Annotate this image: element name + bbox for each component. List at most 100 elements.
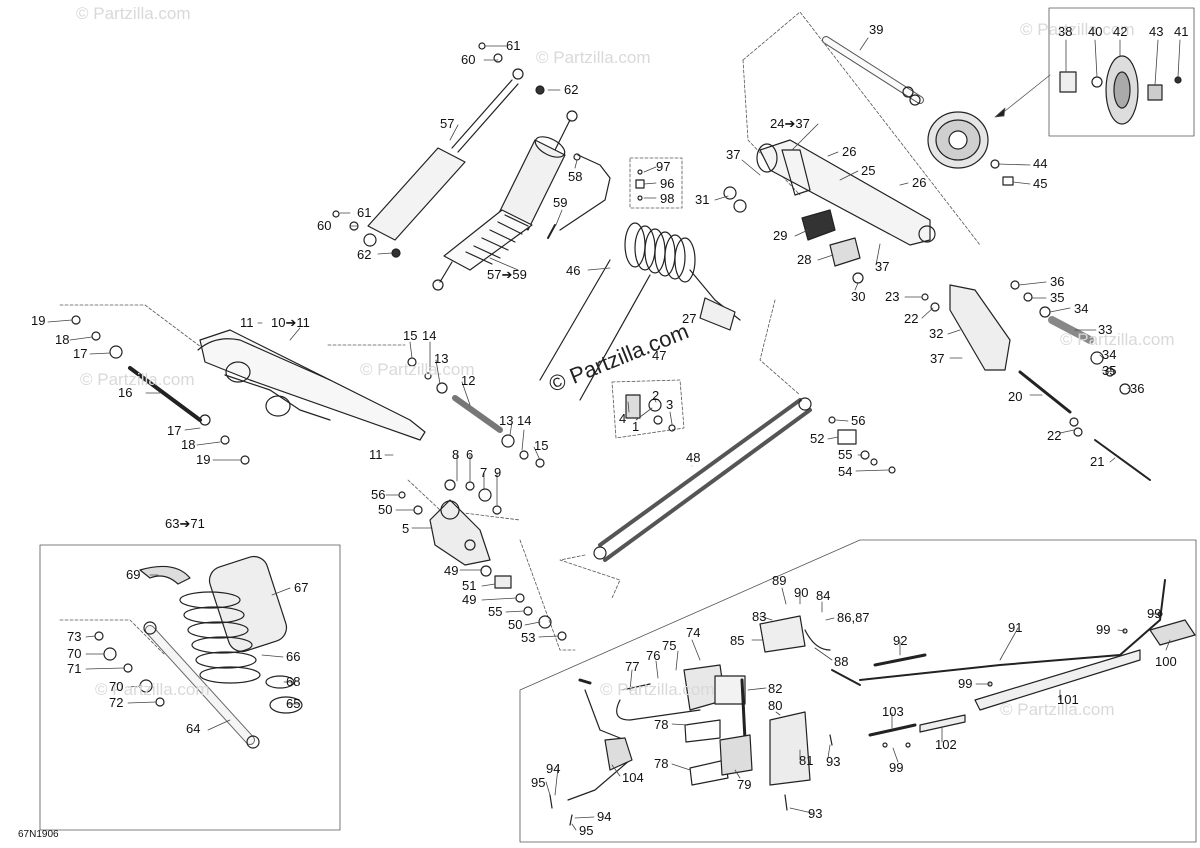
callout-27[interactable]: 27: [682, 311, 697, 326]
callout-3[interactable]: 3: [666, 397, 674, 412]
callout-39[interactable]: 39: [869, 22, 884, 37]
callout-4[interactable]: 4: [619, 411, 627, 426]
callout-61[interactable]: 61: [357, 205, 372, 220]
callout-37[interactable]: 37: [875, 259, 890, 274]
callout-88[interactable]: 88: [834, 654, 849, 669]
callout-35[interactable]: 35: [1102, 363, 1117, 378]
callout-91[interactable]: 91: [1008, 620, 1023, 635]
callout-9[interactable]: 9: [494, 465, 502, 480]
callout-76[interactable]: 76: [646, 648, 661, 663]
callout-7[interactable]: 7: [480, 465, 488, 480]
callout-68[interactable]: 68: [286, 674, 301, 689]
callout-84[interactable]: 84: [816, 588, 831, 603]
callout-40[interactable]: 40: [1088, 24, 1103, 39]
callout-37[interactable]: 37: [726, 147, 741, 162]
callout-26[interactable]: 26: [842, 144, 857, 159]
callout-56[interactable]: 56: [371, 487, 386, 502]
callout-77[interactable]: 77: [625, 659, 640, 674]
callout-5[interactable]: 5: [402, 521, 410, 536]
callout-44[interactable]: 44: [1033, 156, 1048, 171]
callout-14[interactable]: 14: [517, 413, 532, 428]
callout-1[interactable]: 1: [632, 419, 640, 434]
callout-82[interactable]: 82: [768, 681, 783, 696]
callout-83[interactable]: 83: [752, 609, 767, 624]
callout-70[interactable]: 70: [67, 646, 82, 661]
callout-63-71[interactable]: 63➔71: [165, 516, 205, 531]
callout-49[interactable]: 49: [462, 592, 477, 607]
callout-93[interactable]: 93: [808, 806, 823, 821]
callout-17[interactable]: 17: [167, 423, 182, 438]
callout-99[interactable]: 99: [889, 760, 904, 775]
callout-57[interactable]: 57: [440, 116, 455, 131]
callout-49[interactable]: 49: [444, 563, 459, 578]
callout-46[interactable]: 46: [566, 263, 581, 278]
callout-25[interactable]: 25: [861, 163, 876, 178]
callout-33[interactable]: 33: [1098, 322, 1113, 337]
callout-92[interactable]: 92: [893, 633, 908, 648]
callout-18[interactable]: 18: [181, 437, 196, 452]
callout-54[interactable]: 54: [838, 464, 853, 479]
callout-43[interactable]: 43: [1149, 24, 1164, 39]
callout-81[interactable]: 81: [799, 753, 814, 768]
callout-66[interactable]: 66: [286, 649, 301, 664]
callout-99[interactable]: 99: [1096, 622, 1111, 637]
callout-98[interactable]: 98: [660, 191, 675, 206]
callout-59[interactable]: 59: [553, 195, 568, 210]
callout-78[interactable]: 78: [654, 717, 669, 732]
callout-6[interactable]: 6: [466, 447, 474, 462]
callout-16[interactable]: 16: [118, 385, 133, 400]
callout-55[interactable]: 55: [838, 447, 853, 462]
callout-103[interactable]: 103: [882, 704, 904, 719]
callout-100[interactable]: 100: [1155, 654, 1177, 669]
callout-48[interactable]: 48: [686, 450, 701, 465]
callout-19[interactable]: 19: [196, 452, 211, 467]
callout-18[interactable]: 18: [55, 332, 70, 347]
callout-78[interactable]: 78: [654, 756, 669, 771]
callout-30[interactable]: 30: [851, 289, 866, 304]
callout-38[interactable]: 38: [1058, 24, 1073, 39]
callout-75[interactable]: 75: [662, 638, 677, 653]
callout-8[interactable]: 8: [452, 447, 460, 462]
callout-15[interactable]: 15: [534, 438, 549, 453]
callout-95[interactable]: 95: [579, 823, 594, 838]
callout-19[interactable]: 19: [31, 313, 46, 328]
callout-42[interactable]: 42: [1113, 24, 1128, 39]
callout-36[interactable]: 36: [1050, 274, 1065, 289]
callout-99[interactable]: 99: [958, 676, 973, 691]
callout-58[interactable]: 58: [568, 169, 583, 184]
callout-55[interactable]: 55: [488, 604, 503, 619]
callout-28[interactable]: 28: [797, 252, 812, 267]
callout-29[interactable]: 29: [773, 228, 788, 243]
callout-11[interactable]: 11: [240, 315, 254, 330]
callout-2[interactable]: 2: [652, 388, 660, 403]
callout-23[interactable]: 23: [885, 289, 900, 304]
callout-86-87[interactable]: 86,87: [837, 610, 870, 625]
callout-47[interactable]: 47: [652, 348, 667, 363]
callout-52[interactable]: 52: [810, 431, 825, 446]
callout-51[interactable]: 51: [462, 578, 477, 593]
callout-34[interactable]: 34: [1102, 347, 1117, 362]
callout-36[interactable]: 36: [1130, 381, 1145, 396]
callout-31[interactable]: 31: [695, 192, 710, 207]
callout-90[interactable]: 90: [794, 585, 809, 600]
callout-62[interactable]: 62: [564, 82, 579, 97]
callout-13[interactable]: 13: [499, 413, 514, 428]
callout-50[interactable]: 50: [508, 617, 523, 632]
callout-80[interactable]: 80: [768, 698, 783, 713]
callout-96[interactable]: 96: [660, 176, 675, 191]
callout-99[interactable]: 99: [1147, 606, 1162, 621]
callout-69[interactable]: 69: [126, 567, 141, 582]
callout-79[interactable]: 79: [737, 777, 752, 792]
callout-53[interactable]: 53: [521, 630, 536, 645]
callout-22[interactable]: 22: [1047, 428, 1062, 443]
callout-56[interactable]: 56: [851, 413, 866, 428]
callout-41[interactable]: 41: [1174, 24, 1189, 39]
callout-85[interactable]: 85: [730, 633, 745, 648]
callout-24-37[interactable]: 24➔37: [770, 116, 810, 131]
callout-70[interactable]: 70: [109, 679, 124, 694]
callout-50[interactable]: 50: [378, 502, 393, 517]
callout-89[interactable]: 89: [772, 573, 787, 588]
callout-67[interactable]: 67: [294, 580, 309, 595]
callout-95[interactable]: 95: [531, 775, 546, 790]
callout-13[interactable]: 13: [434, 351, 449, 366]
